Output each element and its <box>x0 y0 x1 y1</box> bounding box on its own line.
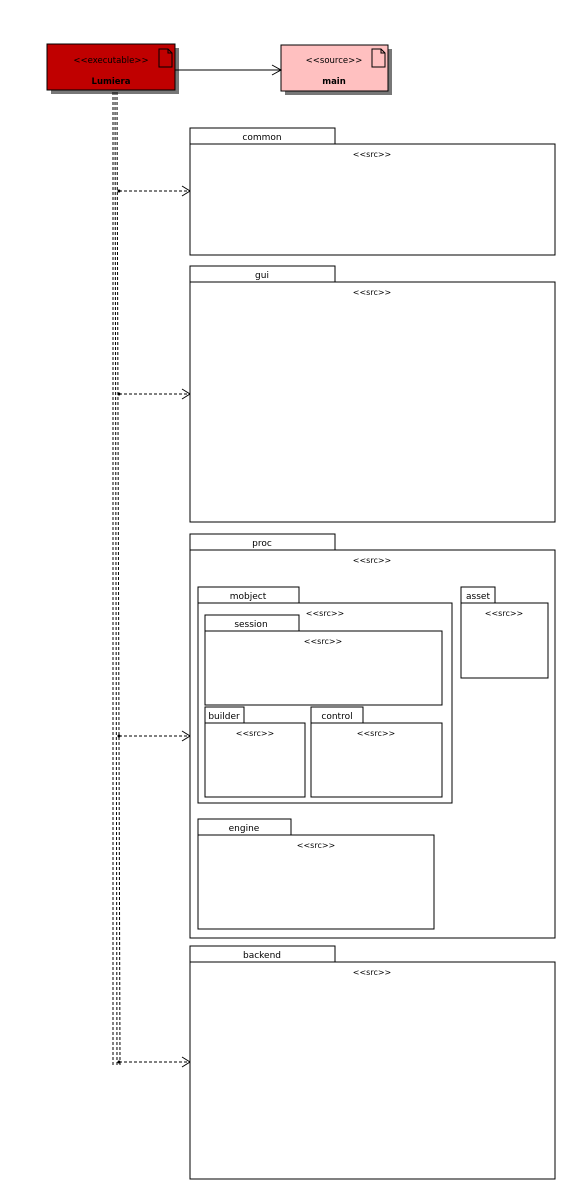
package-control-stereotype: <<src>> <box>357 729 396 738</box>
package-proc[interactable]: proc <<src>> mobject <<src>> session <<s… <box>189 533 556 939</box>
package-mobject-name: mobject <box>230 592 267 602</box>
document-icon <box>371 48 386 68</box>
package-session-name: session <box>234 620 267 630</box>
package-common-stereotype: <<src>> <box>353 150 392 159</box>
dependency-gui[interactable] <box>117 388 191 400</box>
package-common-name: common <box>242 133 281 143</box>
package-engine-stereotype: <<src>> <box>297 841 336 850</box>
association-lumiera-main[interactable] <box>175 64 283 76</box>
artifact-main-name: main <box>322 77 346 87</box>
package-builder[interactable]: builder <<src>> <box>204 706 306 798</box>
dependency-bundle <box>112 91 121 1066</box>
artifact-main[interactable]: <<source>> main <box>280 44 392 95</box>
artifact-lumiera[interactable]: <<executable>> Lumiera <box>46 43 179 94</box>
package-proc-name: proc <box>252 539 272 549</box>
document-icon <box>158 48 173 68</box>
package-common[interactable]: common <<src>> <box>189 127 556 256</box>
package-control-name: control <box>321 712 352 722</box>
arrowhead-icon <box>271 64 283 76</box>
package-engine[interactable]: engine <<src>> <box>197 818 435 930</box>
package-common-body <box>189 143 556 256</box>
package-session[interactable]: session <<src>> <box>204 614 443 706</box>
package-builder-name: builder <box>208 712 240 722</box>
package-builder-stereotype: <<src>> <box>236 729 275 738</box>
package-session-stereotype: <<src>> <box>304 637 343 646</box>
package-backend-stereotype: <<src>> <box>353 968 392 977</box>
package-session-body <box>204 630 443 706</box>
artifact-lumiera-box <box>46 43 176 91</box>
package-backend-body <box>189 961 556 1180</box>
package-backend-name: backend <box>243 951 281 961</box>
package-engine-name: engine <box>229 824 260 834</box>
package-control[interactable]: control <<src>> <box>310 706 443 798</box>
package-asset-stereotype: <<src>> <box>485 609 524 618</box>
package-mobject[interactable]: mobject <<src>> session <<src>> builder … <box>197 586 453 804</box>
package-proc-stereotype: <<src>> <box>353 556 392 565</box>
dependency-common[interactable] <box>117 185 191 197</box>
dependency-backend[interactable] <box>117 1056 191 1068</box>
package-engine-body <box>197 834 435 930</box>
artifact-lumiera-name: Lumiera <box>92 77 131 87</box>
package-backend[interactable]: backend <<src>> <box>189 945 556 1180</box>
package-builder-body <box>204 722 306 798</box>
package-gui-body <box>189 281 556 523</box>
artifact-lumiera-stereotype: <<executable>> <box>73 56 148 66</box>
package-asset-name: asset <box>466 592 490 602</box>
package-asset-body <box>460 602 549 679</box>
artifact-main-stereotype: <<source>> <box>306 56 363 66</box>
package-asset[interactable]: asset <<src>> <box>460 586 549 679</box>
package-mobject-stereotype: <<src>> <box>306 609 345 618</box>
package-gui-stereotype: <<src>> <box>353 288 392 297</box>
package-gui[interactable]: gui <<src>> <box>189 265 556 523</box>
artifact-main-box <box>280 44 389 92</box>
package-control-body <box>310 722 443 798</box>
dependency-proc[interactable] <box>117 730 191 742</box>
package-gui-name: gui <box>255 271 269 281</box>
